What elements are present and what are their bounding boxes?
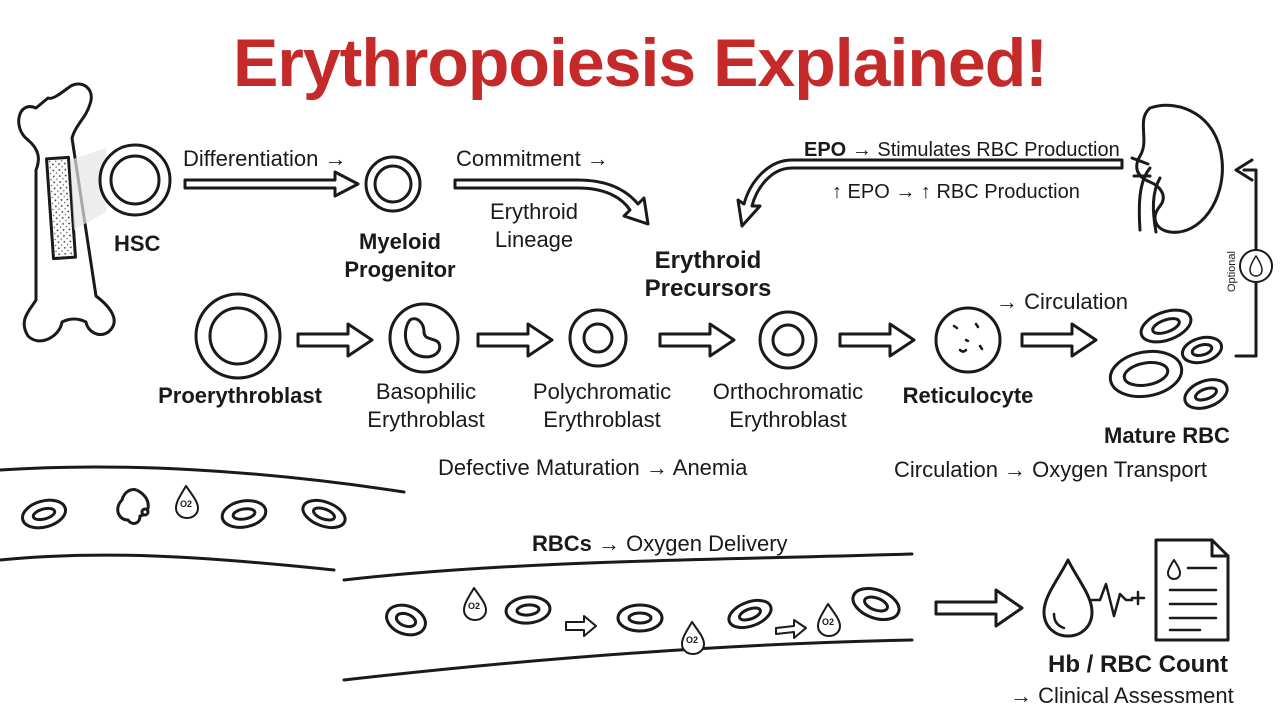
pulse-line-icon [1090,582,1134,618]
mature-rbc-cluster [1108,308,1229,410]
left-blood-vessel [0,465,406,572]
stage-label-orthochromatic-line2: Erythroblast [729,407,847,432]
stage-label-basophilic-line1: Basophilic [375,379,477,404]
clinical-arrow [934,588,1024,628]
epo-feedback-label: ↑ EPO → ↑ RBC Production [832,181,1080,203]
precursors-label-line1: Erythroid [654,247,762,274]
o2-label: O2 [822,617,835,627]
kidney-icon [1130,103,1224,234]
stage-label-orthochromatic-line1: Orthochromatic [712,379,864,404]
hsc-cell [98,143,172,217]
stage-label-polychromatic-line2: Erythroblast [543,407,661,432]
rbcs-label-rest: → Oxygen Delivery [598,531,788,556]
circulation-transport-label: Circulation → Oxygen Transport [894,457,1208,482]
plus-icon [1130,590,1146,606]
hsc-label: HSC [114,231,161,256]
proerythroblast-cell [194,292,282,380]
epo-label-rest: → Stimulates RBC Production [851,139,1120,161]
right-blood-vessel [342,552,914,682]
rbcs-delivery-label: RBCs → Oxygen Delivery [532,532,788,555]
myeloid-progenitor-cell [364,155,422,213]
stage-label-reticulocyte: Reticulocyte [902,383,1034,408]
blood-drop-icon [1042,558,1094,638]
differentiation-label: Differentiation → [183,146,347,171]
epo-label: EPO → Stimulates RBC Production [804,140,1120,161]
myeloid-label-line1: Myeloid [359,229,441,254]
o2-label: O2 [468,601,481,611]
orthochromatic-erythroblast-cell [758,310,818,370]
differentiation-arrow [183,170,360,198]
polychromatic-erythroblast-cell [568,308,628,368]
stage-arrows [296,322,1098,358]
hb-rbc-count-label: Hb / RBC Count [1048,651,1228,678]
o2-label: O2 [686,635,699,645]
stage-label-basophilic-line2: Erythroblast [367,407,485,432]
o2-label: O2 [180,499,193,509]
defective-maturation-label: Defective Maturation → Anemia [438,455,748,480]
commitment-label: Commitment → [456,146,609,171]
optional-label: Optional [1226,251,1238,292]
epo-arrow [736,158,1124,228]
erythroid-lineage-line2: Lineage [494,227,574,252]
epo-label-bold: EPO [804,139,847,161]
stage-label-proerythroblast: Proerythroblast [158,383,322,408]
bone-icon [17,82,116,343]
circulation-arrow-label: → Circulation [996,289,1129,314]
rbcs-label-bold: RBCs [532,531,592,556]
reticulocyte-cell [934,306,1002,374]
myeloid-label-line2: Progenitor [344,257,456,282]
basophilic-erythroblast-cell [388,302,460,374]
erythroid-lineage-line1: Erythroid [489,199,579,224]
feedback-loop [1234,158,1273,358]
clinical-assessment-label: → Clinical Assessment [1010,683,1234,708]
commitment-arrow [453,178,650,226]
stage-label-polychromatic-line1: Polychromatic [532,379,672,404]
mature-rbc-label: Mature RBC [1104,423,1230,448]
precursors-label-line2: Precursors [644,275,772,302]
page-title: Erythropoiesis Explained! [233,25,1048,101]
lab-report-icon [1154,538,1230,642]
